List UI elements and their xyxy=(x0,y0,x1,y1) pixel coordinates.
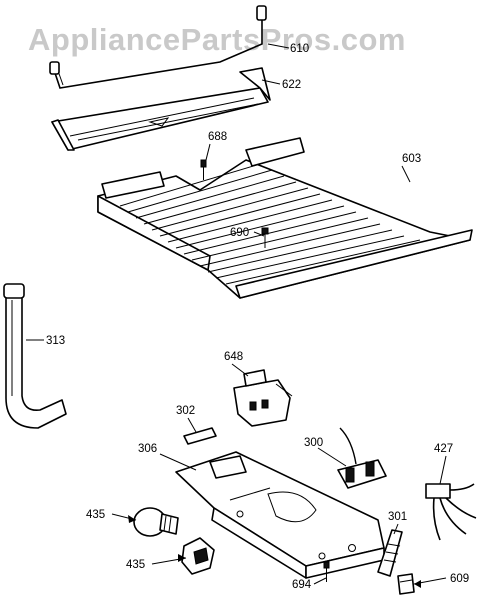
label-688: 688 xyxy=(208,131,227,143)
part-688-screw xyxy=(200,159,207,180)
part-313-tube xyxy=(3,283,67,429)
part-694-screw xyxy=(323,561,330,582)
label-648: 648 xyxy=(224,351,243,363)
part-427-connector xyxy=(425,483,477,541)
label-427: 427 xyxy=(434,443,453,455)
part-302-pin xyxy=(183,427,217,445)
label-603: 603 xyxy=(402,153,421,165)
label-609: 609 xyxy=(450,573,469,585)
label-306: 306 xyxy=(138,443,157,455)
part-435-lamp-socket xyxy=(181,537,215,575)
part-610-wire xyxy=(49,5,267,89)
label-694: 694 xyxy=(292,579,312,591)
label-622: 622 xyxy=(282,79,301,91)
part-301-shaft xyxy=(377,529,403,577)
part-648-switch xyxy=(233,369,293,427)
part-435-bulb xyxy=(133,507,179,537)
label-301: 301 xyxy=(388,511,407,523)
part-622-channel xyxy=(51,67,271,151)
label-313: 313 xyxy=(46,335,65,347)
part-603-tray xyxy=(97,137,473,299)
label-300: 300 xyxy=(304,437,323,449)
label-610: 610 xyxy=(290,43,309,55)
part-690-screw xyxy=(261,227,269,248)
label-435-upper: 435 xyxy=(86,509,105,521)
part-306-housing xyxy=(175,451,385,579)
label-302: 302 xyxy=(176,405,195,417)
watermark: AppliancePartsPros.com xyxy=(28,22,406,57)
part-labels: 610 622 688 603 690 313 648 302 306 300 … xyxy=(46,43,469,591)
label-435-lower: 435 xyxy=(126,559,145,571)
label-690: 690 xyxy=(230,227,249,239)
part-300-socket xyxy=(337,427,387,489)
part-609-clip xyxy=(397,573,415,595)
leader-lines xyxy=(26,43,447,588)
